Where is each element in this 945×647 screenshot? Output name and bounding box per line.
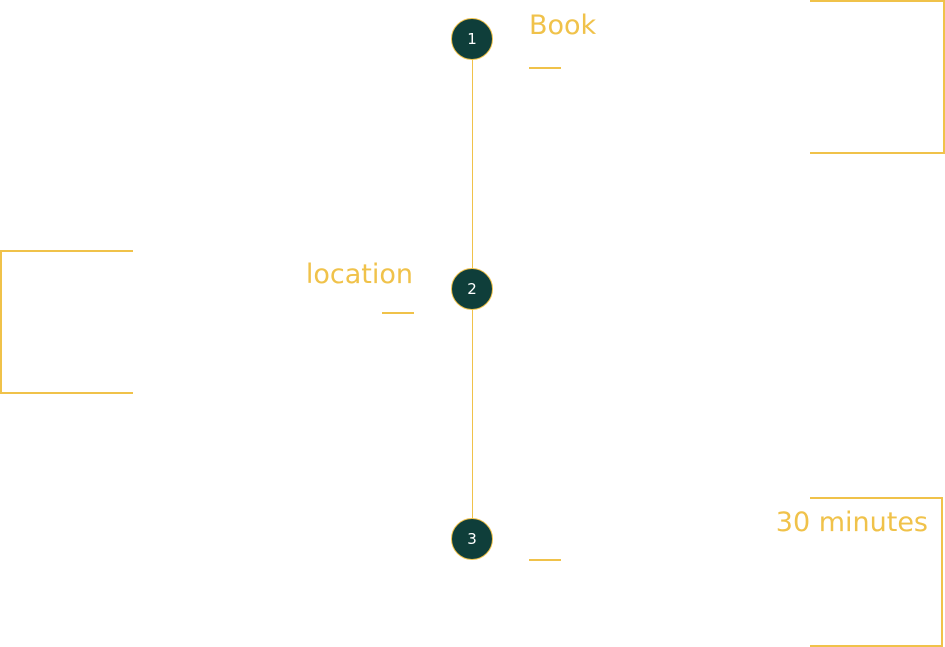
- step-2-title: location: [305, 259, 413, 290]
- step-2-number: 2: [451, 268, 493, 310]
- step-1-divider: [529, 67, 561, 69]
- step-2-divider: [382, 312, 414, 314]
- step-3-title: 30 minutes: [775, 507, 928, 538]
- step-3-frame: [810, 497, 943, 647]
- step-2-frame: [0, 250, 133, 394]
- step-3-divider: [529, 559, 561, 561]
- step-1-frame: [810, 0, 945, 154]
- step-3-number: 3: [451, 518, 493, 560]
- step-1-title: Book: [529, 10, 597, 41]
- step-1-number: 1: [451, 18, 493, 60]
